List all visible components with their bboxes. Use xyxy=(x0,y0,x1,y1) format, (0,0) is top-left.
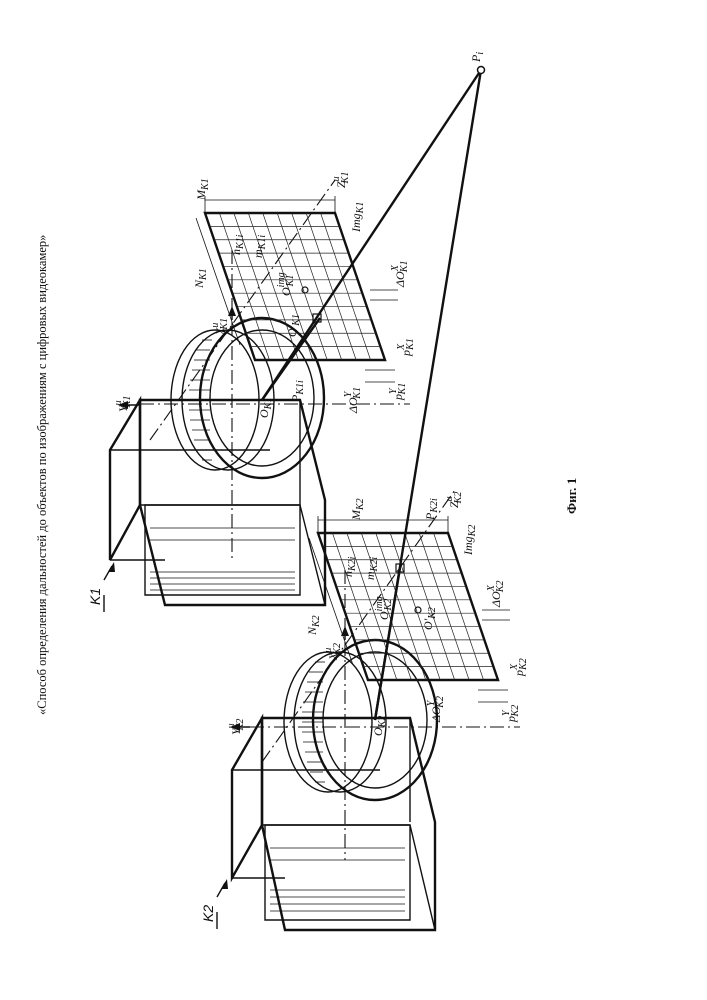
label-py-k2: pYK2 xyxy=(501,705,521,723)
grid-line xyxy=(292,213,342,360)
camera-k2: K2 xyxy=(200,490,520,930)
label-y-k2: YиK2 xyxy=(226,719,246,735)
label-deltay-k2: ΔOYK2 xyxy=(426,696,446,723)
label-x-k2: XиK2 xyxy=(323,643,343,661)
label-oimg-k1: OimgK1 xyxy=(276,272,296,296)
label-p-i-k2: PK2i xyxy=(423,498,440,521)
svg-text:K1: K1 xyxy=(87,588,103,605)
target-point-marker xyxy=(478,67,485,74)
label-m-i-k1: mK1i xyxy=(251,235,268,258)
camera-k2-lens xyxy=(284,640,437,800)
label-z-k2: ZиK2 xyxy=(444,492,464,508)
label-deltay-k1: ΔOYK1 xyxy=(343,387,363,414)
svg-text:K2: K2 xyxy=(200,905,216,922)
target-point-label: Pi xyxy=(469,52,486,63)
label-m-k1: MK1 xyxy=(194,178,211,201)
label-p-i-k1: PK1i xyxy=(289,380,306,403)
label-n-i-k1: nK1i xyxy=(229,234,246,255)
camera-k2-label: K2 xyxy=(200,879,228,929)
label-deltax-k2: ΔOXK2 xyxy=(486,581,506,609)
figure-caption: «Способ определения дальностей до объект… xyxy=(35,235,49,715)
figure-label: Фиг. 1 xyxy=(564,478,579,514)
label-img-k1: ImgK1 xyxy=(349,202,366,233)
label-px-k2: pXK2 xyxy=(509,658,529,677)
grid-line xyxy=(306,213,356,360)
label-n-k1: NK1 xyxy=(192,268,209,289)
grid-line xyxy=(321,213,371,360)
label-n-k2: NK2 xyxy=(305,615,322,636)
label-m-i-k2: mK2i xyxy=(363,557,380,580)
label-y-k1: YиK1 xyxy=(113,396,133,412)
label-z-k1: ZиK1 xyxy=(331,172,351,188)
grid-line xyxy=(405,533,455,680)
camera-k1-body xyxy=(110,400,325,605)
camera-k1-label: K1 xyxy=(87,562,115,612)
label-img-k2: ImgK2 xyxy=(461,525,478,556)
grid-line xyxy=(434,533,484,680)
label-deltax-k1: ΔOXK1 xyxy=(390,261,410,289)
labels-k1: Pi ImgK1 MK1 NK1 XиK1 YиK1 ZиK1 OK1 Oimg… xyxy=(113,52,486,418)
label-px-k1: pXK1 xyxy=(396,338,416,357)
camera-k2-body xyxy=(232,718,435,930)
label-m-k2: MK2 xyxy=(349,498,366,521)
label-py-k1: pYK1 xyxy=(388,383,408,401)
